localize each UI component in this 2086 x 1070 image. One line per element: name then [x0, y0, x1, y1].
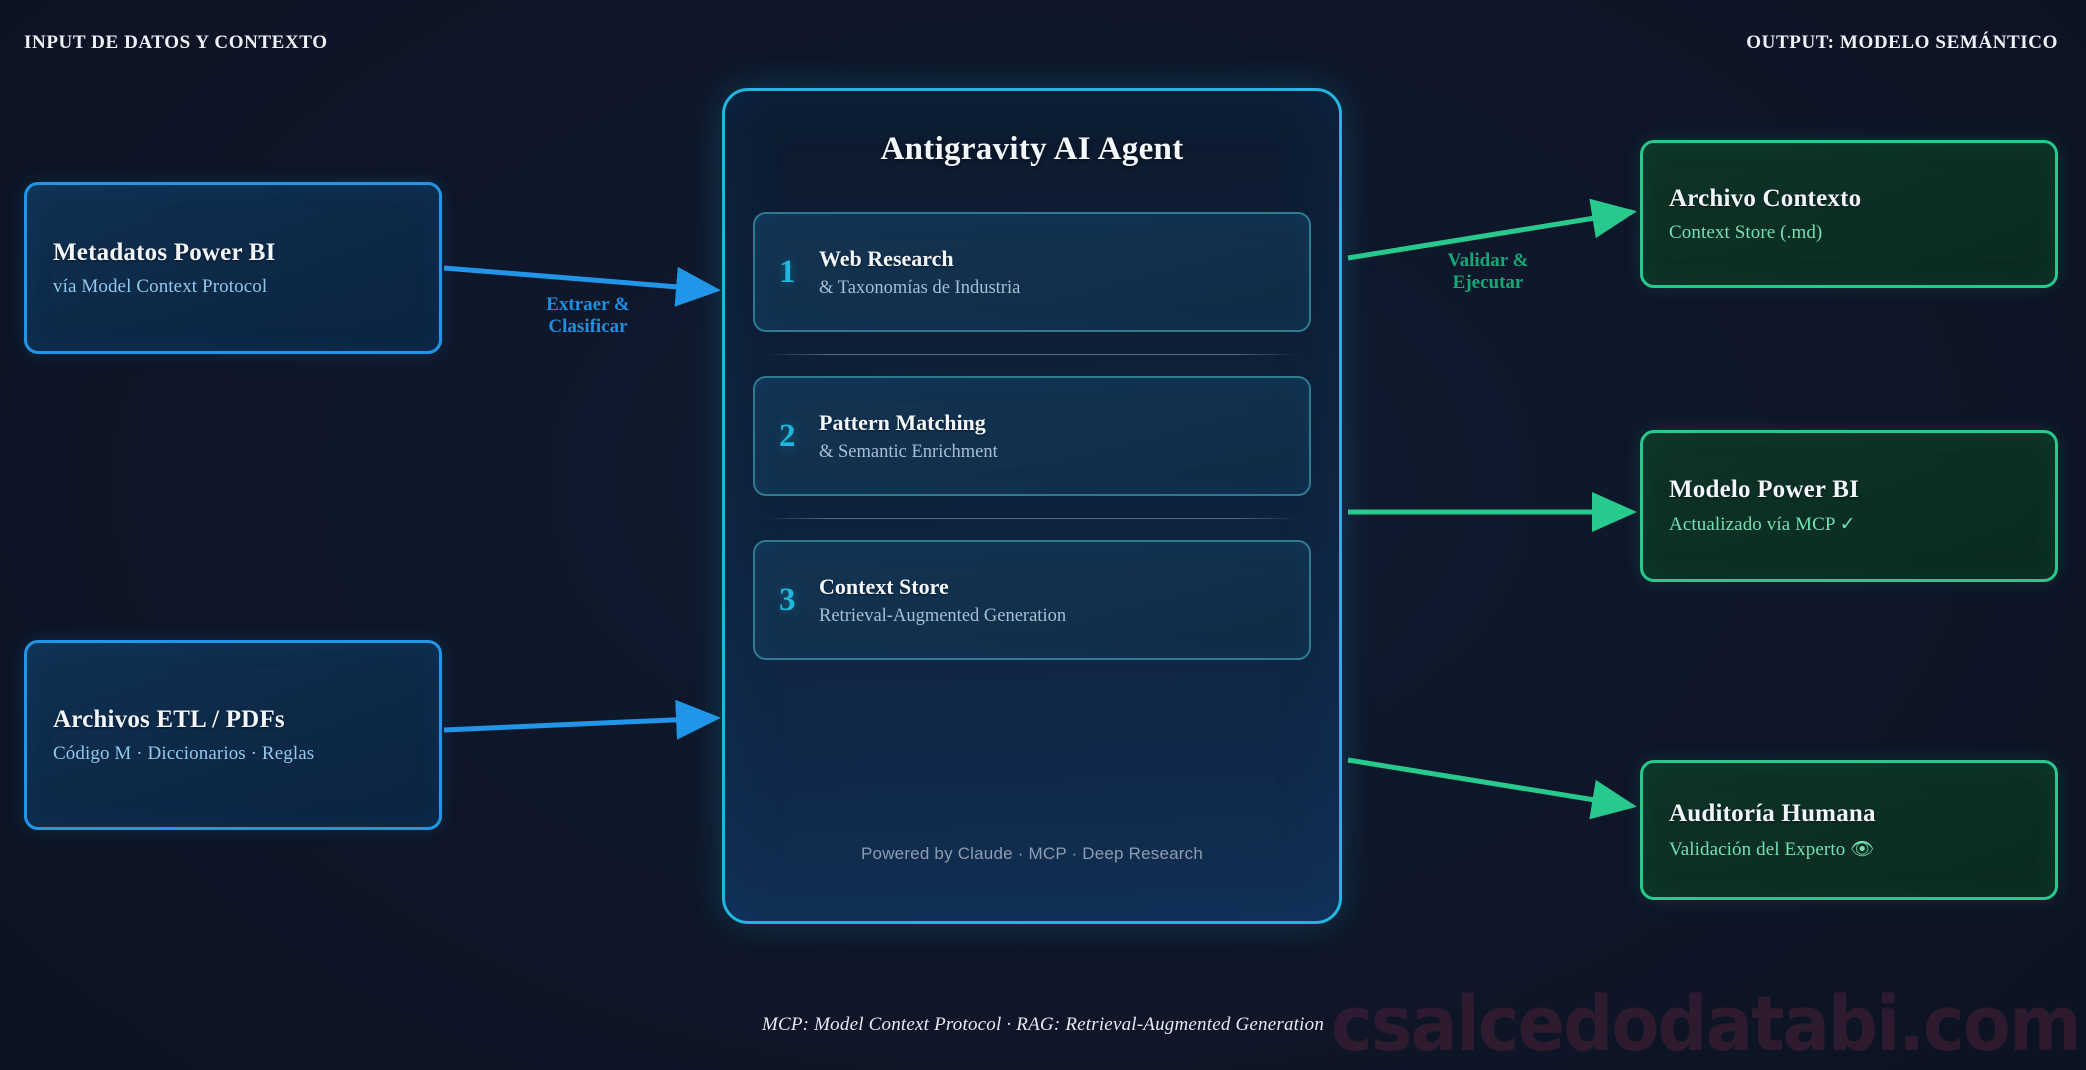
- agent-step-card-3[interactable]: 3 Context Store Retrieval-Augmented Gene…: [753, 540, 1311, 660]
- agent-steps-list: 1 Web Research & Taxonomías de Industria…: [753, 212, 1311, 660]
- edge-label-extraer-clasificar: Extraer & Clasificar: [546, 294, 630, 337]
- step-title: Context Store: [819, 573, 949, 599]
- node-title: Archivos ETL / PDFs: [53, 705, 285, 733]
- step-title: Pattern Matching: [819, 409, 986, 435]
- node-subtitle: Validación del Experto 👁: [1669, 838, 1875, 860]
- agent-panel[interactable]: Antigravity AI Agent csalcedodatabi.com …: [722, 88, 1342, 924]
- node-title: Metadatos Power BI: [53, 238, 276, 266]
- footer-legend: MCP: Model Context Protocol · RAG: Retri…: [761, 1014, 1325, 1035]
- node-subtitle: Context Store (.md): [1669, 221, 1823, 243]
- output-section-header: OUTPUT: MODELO SEMÁNTICO: [1746, 32, 2058, 53]
- arrow-metadatos-to-agent: [443, 265, 721, 307]
- output-node-modelo-power-bi[interactable]: Modelo Power BI Actualizado vía MCP ✓: [1640, 430, 2058, 582]
- step-subtitle: Retrieval-Augmented Generation: [819, 605, 1067, 626]
- output-node-archivo-contexto[interactable]: Archivo Contexto Context Store (.md): [1640, 140, 2058, 288]
- agent-step-card-1[interactable]: 1 Web Research & Taxonomías de Industria: [753, 212, 1311, 332]
- node-title: Archivo Contexto: [1669, 184, 1862, 212]
- input-section-header: INPUT DE DATOS Y CONTEXTO: [24, 32, 328, 53]
- node-subtitle: Código M · Diccionarios · Reglas: [53, 742, 315, 764]
- page-watermark: csalcedodatabi.com: [1331, 979, 2082, 1068]
- node-subtitle: vía Model Context Protocol: [53, 275, 268, 297]
- step-divider: [765, 354, 1299, 355]
- step-subtitle: & Taxonomías de Industria: [819, 277, 1021, 298]
- node-subtitle: Actualizado vía MCP ✓: [1669, 514, 1856, 535]
- edge-label-validar-ejecutar: Validar & Ejecutar: [1447, 250, 1529, 293]
- input-node-archivos-etl-pdfs[interactable]: Archivos ETL / PDFs Código M · Diccionar…: [24, 640, 442, 830]
- agent-footnote: Powered by Claude · MCP · Deep Research: [861, 844, 1203, 863]
- step-text-block: Web Research & Taxonomías de Industria: [819, 246, 1020, 299]
- node-title: Auditoría Humana: [1669, 799, 1876, 827]
- output-node-auditoria-humana[interactable]: Auditoría Humana Validación del Experto …: [1640, 760, 2058, 900]
- step-subtitle: & Semantic Enrichment: [819, 441, 998, 462]
- step-number: 2: [779, 417, 796, 454]
- step-text-block: Context Store Retrieval-Augmented Genera…: [819, 574, 1066, 627]
- arrow-agent-to-auditoria: [1347, 757, 1637, 820]
- step-number: 1: [779, 253, 796, 290]
- step-text-block: Pattern Matching & Semantic Enrichment: [819, 410, 998, 463]
- agent-panel-title: Antigravity AI Agent: [880, 131, 1184, 167]
- step-divider: [765, 518, 1299, 519]
- step-title: Web Research: [819, 245, 954, 271]
- agent-step-card-2[interactable]: 2 Pattern Matching & Semantic Enrichment: [753, 376, 1311, 496]
- node-title: Modelo Power BI: [1669, 476, 1860, 503]
- arrow-archivos-to-agent: [443, 699, 721, 740]
- step-number: 3: [779, 581, 796, 618]
- input-node-metadatos-power-bi[interactable]: Metadatos Power BI vía Model Context Pro…: [24, 182, 442, 354]
